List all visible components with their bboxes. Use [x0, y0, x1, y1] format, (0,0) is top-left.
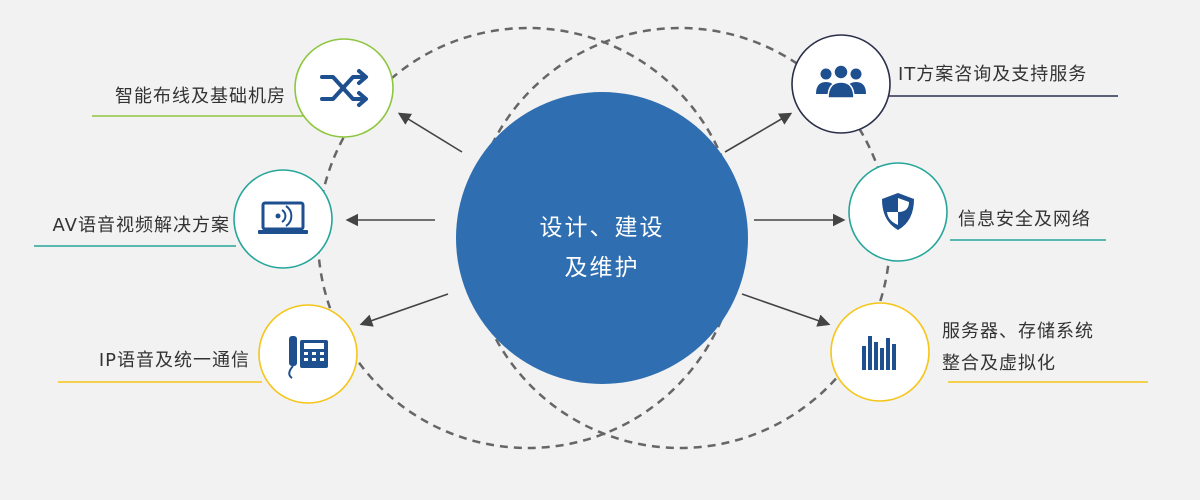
label-security: 信息安全及网络 [958, 209, 1091, 230]
arrow-to-servers [741, 293, 831, 327]
label-it-consulting: IT方案咨询及支持服务 [898, 64, 1088, 85]
label-servers-line1: 服务器、存储系统 [942, 321, 1094, 342]
center-circle [456, 92, 748, 384]
shuffle-icon [320, 69, 368, 107]
laptop-wifi-icon [258, 201, 308, 234]
label-av: AV语音视频解决方案 [52, 215, 230, 236]
desk-phone-icon [288, 336, 328, 379]
center-title-line2: 及维护 [564, 255, 640, 281]
arrow-to-cabling [397, 112, 463, 153]
node-servers [830, 302, 930, 402]
node-av-circle [233, 169, 333, 269]
shield-icon [882, 193, 914, 230]
node-ip-voice [258, 304, 358, 404]
node-cabling [294, 38, 394, 138]
center-title-line1: 设计、建设 [539, 215, 665, 241]
center-title: 设计、建设 及维护 [472, 208, 732, 288]
equalizer-bars-icon [862, 336, 896, 370]
node-it-consulting [791, 34, 891, 134]
node-security [848, 162, 948, 262]
arrow-to-ip-voice [359, 293, 449, 327]
label-ip-voice: IP语音及统一通信 [98, 350, 250, 371]
arrow-to-it-consulting [724, 112, 793, 153]
users-group-icon [816, 64, 866, 99]
label-servers-line2: 整合及虚拟化 [942, 353, 1056, 374]
label-cabling: 智能布线及基础机房 [115, 86, 286, 107]
node-av [233, 169, 333, 269]
label-servers: 服务器、存储系统 整合及虚拟化 [942, 316, 1094, 380]
